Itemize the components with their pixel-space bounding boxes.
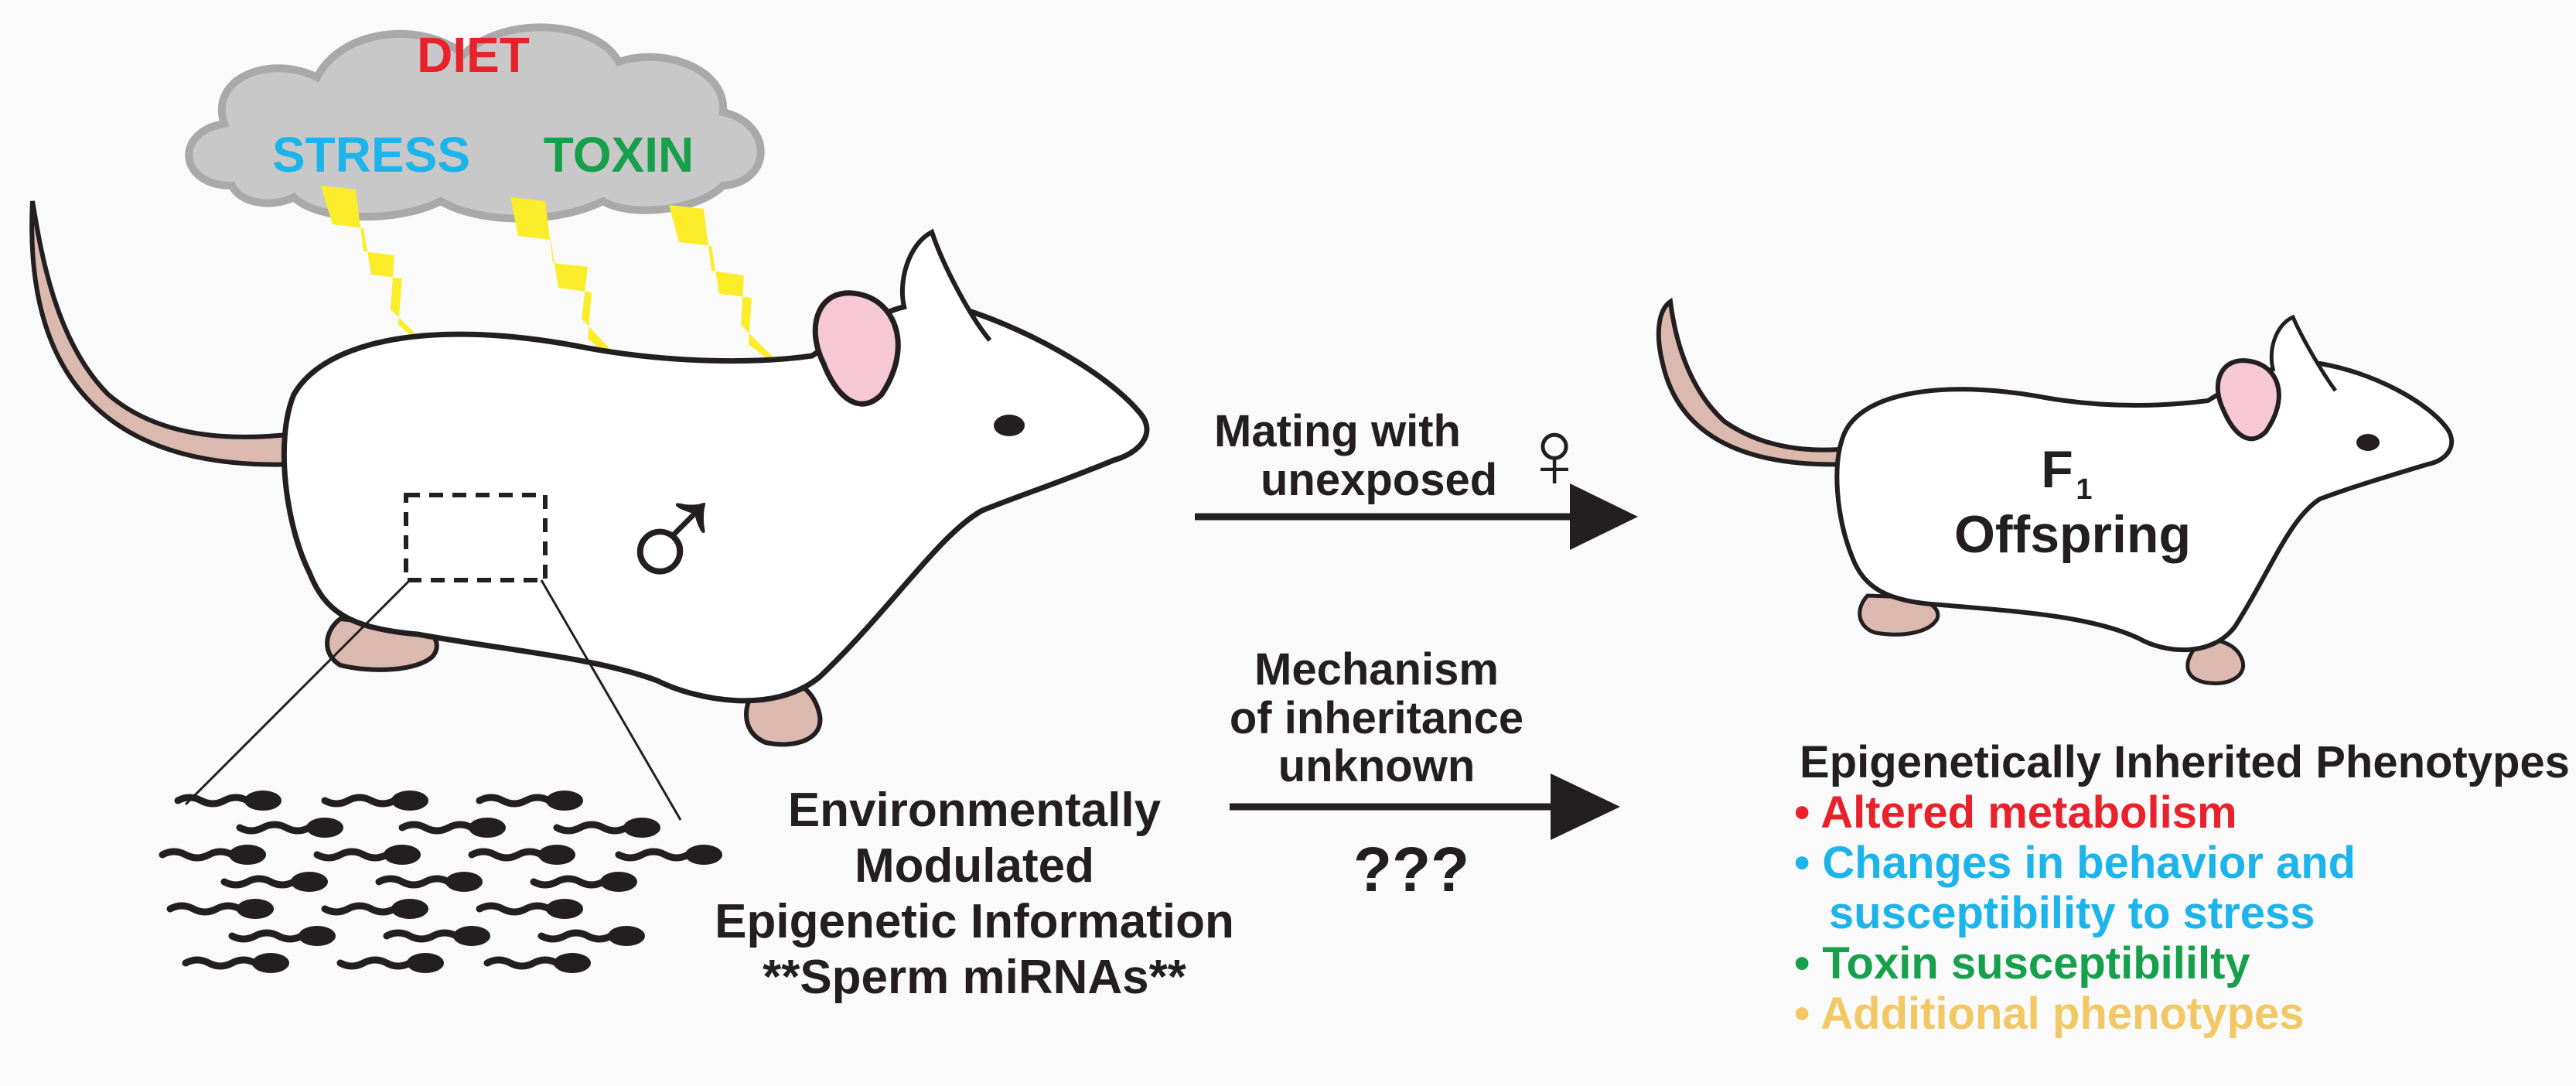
sperm-cell-icon: [174, 791, 281, 811]
zoom-line-right: [540, 579, 682, 821]
inheritance-label-line3: unknown: [1278, 741, 1476, 791]
cloud-toxin-label: TOXIN: [544, 127, 694, 183]
sperm-cell-icon: [483, 953, 591, 973]
sperm-cell-icon: [476, 899, 583, 919]
inheritance-label-line2: of inheritance: [1230, 693, 1523, 743]
epigenetic-info-line2: Modulated: [855, 839, 1094, 893]
mouse-back-ear: [900, 228, 992, 342]
mouse-eye: [994, 415, 1025, 436]
phenotype-item: • Additional phenotypes: [1794, 989, 2304, 1039]
cloud-stress-label: STRESS: [272, 127, 470, 183]
mating-arrow-label-line1: Mating with: [1214, 406, 1461, 456]
sperm-cell-icon: [468, 845, 575, 865]
sperm-cell-icon: [321, 791, 428, 811]
offspring-f-label: F: [2041, 440, 2073, 499]
offspring-eye: [2356, 434, 2380, 451]
sperm-cell-icon: [476, 791, 583, 811]
mouse-ear: [812, 290, 901, 407]
sperm-cell-icon: [375, 872, 483, 892]
phenotypes-title: Epigenetically Inherited Phenotypes: [1800, 737, 2570, 787]
offspring-tail: [1656, 297, 1851, 467]
mouse-body: [281, 300, 1150, 704]
male-mouse: ♂: [29, 200, 1150, 821]
offspring-label: Offspring: [1954, 505, 2191, 564]
mating-arrow-head: [1570, 483, 1638, 550]
sperm-cell-icon: [182, 953, 289, 973]
lightning-bolt-icon: [510, 197, 642, 383]
sperm-cell-icon: [236, 818, 343, 838]
offspring-body: [1834, 360, 2454, 653]
sperm-cell-icon: [321, 899, 428, 919]
epigenetic-info-line1: Environmentally: [788, 784, 1162, 837]
sperm-cell-icon: [159, 845, 266, 865]
inheritance-question-marks: ???: [1353, 835, 1469, 905]
epigenetic-info: Environmentally Modulated Epigenetic Inf…: [715, 784, 1234, 1004]
offspring-ear: [2215, 358, 2281, 442]
offspring-f-subscript: 1: [2076, 473, 2092, 506]
mating-arrow: Mating with unexposed ♀: [1195, 401, 1638, 550]
female-symbol-icon: ♀: [1518, 401, 1591, 508]
dashed-zoom-box: [404, 493, 548, 582]
sperm-cluster: [159, 791, 722, 973]
sperm-cell-icon: [228, 926, 336, 946]
inheritance-arrow-head: [1551, 774, 1620, 840]
lightning-bolts: [321, 186, 803, 387]
inheritance-label-line1: Mechanism: [1254, 644, 1499, 695]
inheritance-arrow: Mechanism of inheritance unknown ???: [1230, 644, 1620, 905]
sperm-cell-icon: [166, 899, 274, 919]
male-symbol-icon: ♂: [610, 441, 732, 623]
mouse-tail: [29, 200, 305, 467]
sperm-cell-icon: [615, 845, 722, 865]
sperm-cell-icon: [336, 953, 444, 973]
sperm-cell-icon: [553, 818, 660, 838]
lightning-bolt-icon: [669, 205, 803, 387]
phenotype-item: • Toxin susceptibililty: [1794, 938, 2250, 989]
sperm-cell-icon: [383, 926, 490, 946]
zoom-line-left: [184, 579, 411, 806]
offspring-mouse: F 1 Offspring: [1656, 297, 2454, 685]
cloud-diet-label: DIET: [417, 27, 530, 83]
phenotypes-list: Epigenetically Inherited Phenotypes • Al…: [1794, 737, 2570, 1039]
phenotype-item: susceptibility to stress: [1829, 888, 2315, 938]
cloud: DIET STRESS TOXIN: [185, 23, 765, 223]
sperm-cell-icon: [537, 926, 645, 946]
sperm-cell-icon: [220, 872, 328, 892]
cloud-shape: [185, 23, 765, 223]
phenotype-item: • Altered metabolism: [1794, 787, 2237, 838]
mating-arrow-label-line2: unexposed: [1261, 455, 1497, 505]
offspring-back-ear: [2269, 314, 2338, 392]
sperm-cell-icon: [313, 845, 421, 865]
lightning-bolt-icon: [321, 186, 452, 370]
phenotype-item: • Changes in behavior and: [1794, 838, 2356, 888]
offspring-front-foot: [2185, 638, 2246, 685]
sperm-cell-icon: [530, 872, 637, 892]
epigenetic-info-line4: **Sperm miRNAs**: [763, 951, 1187, 1004]
sperm-cell-icon: [398, 818, 506, 838]
epigenetic-info-line3: Epigenetic Information: [715, 895, 1234, 948]
